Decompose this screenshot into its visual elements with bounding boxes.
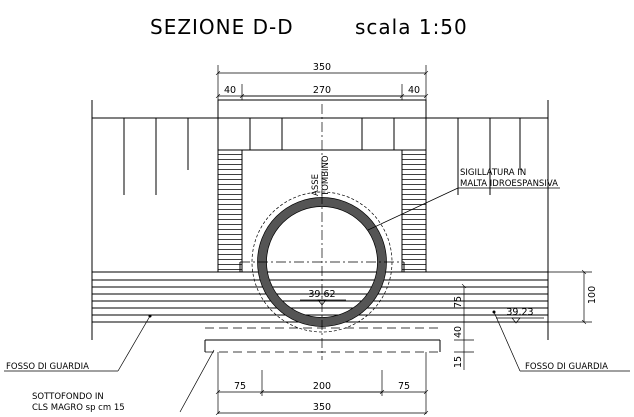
dim-height-100: 100 xyxy=(587,286,598,304)
dim-top-left-wall: 40 xyxy=(224,85,236,96)
dim-bottom-total: 350 xyxy=(313,402,331,413)
axis-label-asse: ASSE xyxy=(311,174,321,196)
seal-label-line2: MALTA IDROESPANSIVA xyxy=(460,179,558,189)
base-label-line2: CLS MAGRO sp cm 15 xyxy=(32,403,125,413)
right-height-dimensions: 100 75 40 15 xyxy=(453,269,598,370)
dim-top-total: 350 xyxy=(313,62,331,73)
ditch-right-callout: FOSSO DI GUARDIA xyxy=(492,310,630,372)
headwall xyxy=(217,99,427,273)
dim-height-15: 15 xyxy=(453,356,464,368)
seal-callout: SIGILLATURA IN MALTA IDROESPANSIVA xyxy=(367,168,560,231)
dim-height-40: 40 xyxy=(453,326,464,338)
foundation-layers xyxy=(91,271,549,353)
dim-top-right-wall: 40 xyxy=(408,85,420,96)
ditch-bottom-elevation: 39.23 xyxy=(506,307,533,318)
ditch-right-label: FOSSO DI GUARDIA xyxy=(525,362,608,372)
pipe-invert-elevation: 39.62 xyxy=(308,289,335,300)
bottom-dimensions: 75 200 75 350 xyxy=(215,352,429,416)
dim-top-inner: 270 xyxy=(313,85,331,96)
dim-bottom-center: 200 xyxy=(313,381,331,392)
ditch-left-callout: FOSSO DI GUARDIA xyxy=(4,314,152,372)
drawing-scale: scala 1:50 xyxy=(355,15,468,39)
pipe-invert-marker: 39.62 xyxy=(300,289,346,306)
drawing-title: SEZIONE D-D xyxy=(150,15,294,39)
dim-height-75: 75 xyxy=(453,296,464,308)
dim-bottom-left: 75 xyxy=(234,381,246,392)
base-callout: SOTTOFONDO IN CLS MAGRO sp cm 15 xyxy=(32,349,215,413)
dim-bottom-right: 75 xyxy=(398,381,410,392)
top-dimensions: 350 40 270 40 xyxy=(215,62,429,100)
base-label-line1: SOTTOFONDO IN xyxy=(32,392,104,402)
seal-label-line1: SIGILLATURA IN xyxy=(460,168,526,178)
axis-label-tombino: TOMBINO xyxy=(321,155,331,197)
ditch-left-label: FOSSO DI GUARDIA xyxy=(6,362,89,372)
ditch-bottom-marker: 39.23 xyxy=(496,307,544,324)
ground-outline xyxy=(91,100,549,272)
